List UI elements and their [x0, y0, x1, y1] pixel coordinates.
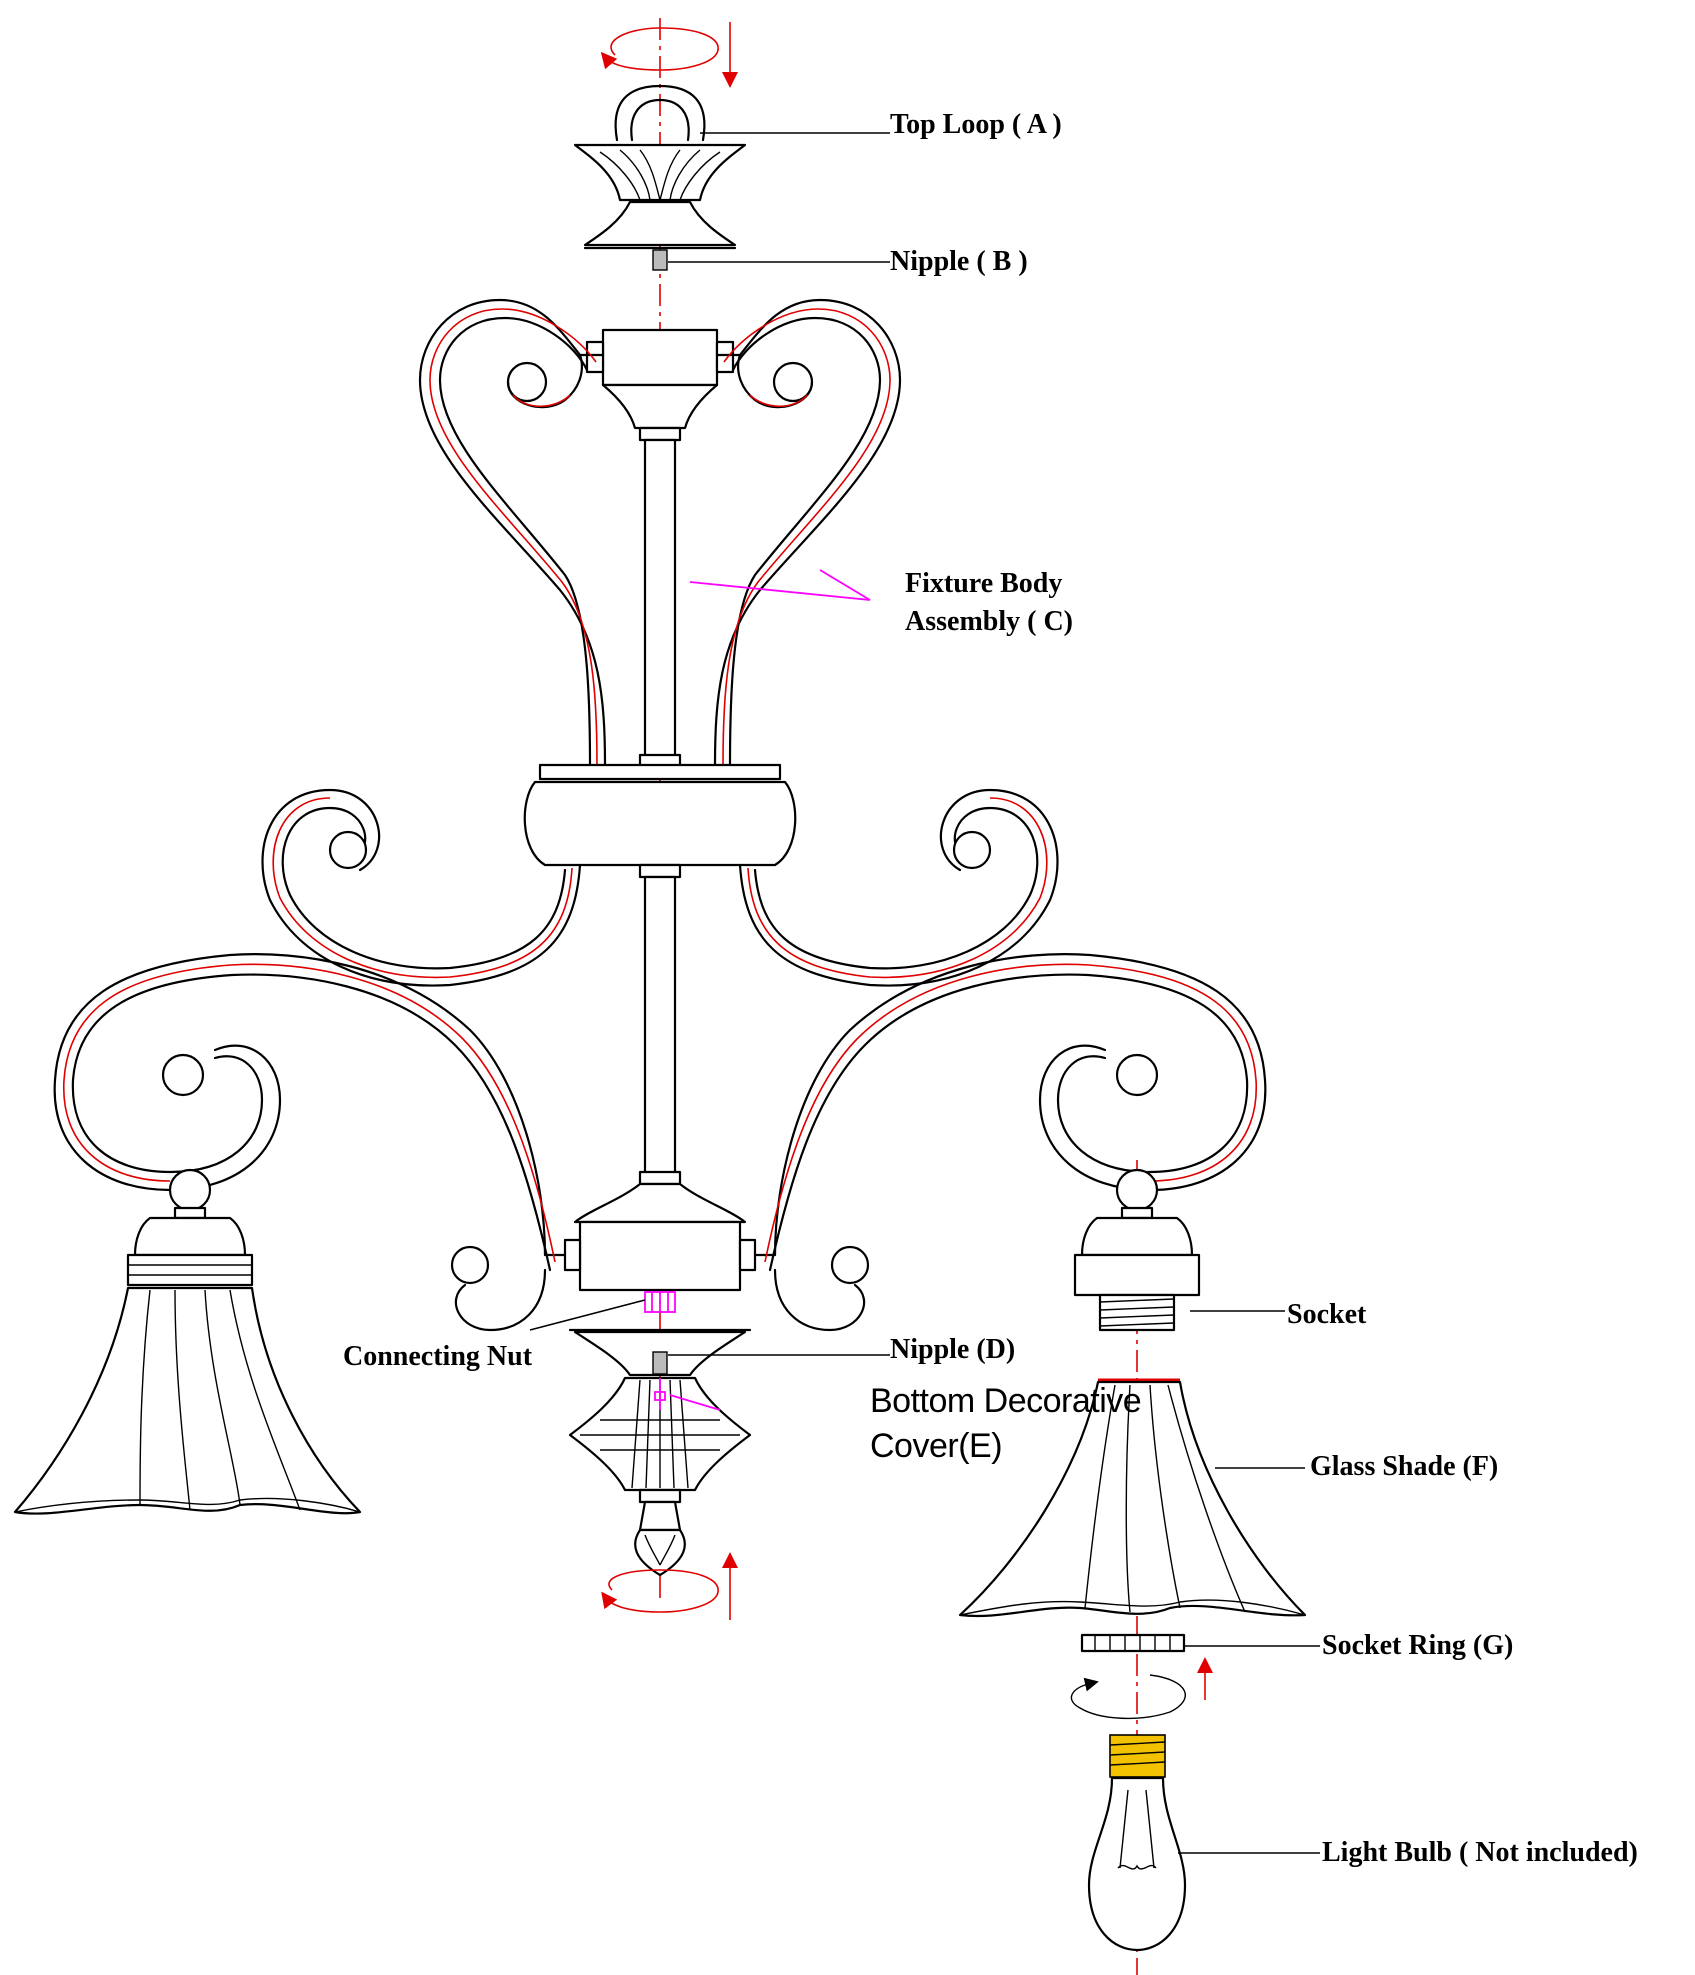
- glass-shade: [958, 1378, 1307, 1618]
- leader-bottom-cover: [669, 1394, 721, 1411]
- lower-left-arm: [53, 788, 582, 1332]
- label-light-bulb: Light Bulb ( Not included): [1322, 1837, 1638, 1868]
- lower-right-arm: [738, 788, 1267, 1332]
- light-bulb: [1087, 1734, 1187, 1952]
- leader-fixture-body-2: [819, 569, 871, 601]
- label-bottom-cover-line1: Bottom Decorative: [870, 1382, 1141, 1420]
- label-nipple-b: Nipple ( B ): [890, 246, 1028, 277]
- label-fixture-body-line1: Fixture Body: [905, 568, 1062, 599]
- nipple-b: [652, 249, 668, 271]
- right-lamp-exploded: [1073, 1168, 1201, 1332]
- label-top-loop: Top Loop ( A ): [890, 109, 1062, 140]
- top-rotation-arrow-icon: [600, 27, 719, 71]
- label-socket: Socket: [1287, 1299, 1367, 1330]
- label-nipple-d: Nipple (D): [890, 1334, 1015, 1365]
- leader-fixture-body-1: [689, 581, 871, 601]
- label-glass-shade: Glass Shade (F): [1310, 1451, 1498, 1482]
- socket-ring: [1080, 1633, 1186, 1653]
- left-lamp-assembled: [13, 1168, 362, 1515]
- socket: [1073, 1253, 1201, 1297]
- label-fixture-body-line2: Assembly ( C): [905, 606, 1073, 637]
- label-socket-ring: Socket Ring (G): [1322, 1630, 1513, 1661]
- label-bottom-cover-line2: Cover(E): [870, 1427, 1002, 1465]
- top-loop: [573, 84, 747, 250]
- label-connecting-nut: Connecting Nut: [343, 1341, 533, 1372]
- ring-rotation-arrow-icon: [1070, 1674, 1186, 1720]
- nipple-d: [652, 1351, 668, 1375]
- fixture-body-hub: [523, 763, 797, 1292]
- leader-connecting-nut: [529, 1299, 646, 1331]
- bottom-rotation-arrow-icon: [601, 1569, 719, 1613]
- bottom-decorative-cover: [568, 1328, 752, 1577]
- fixture-body-upper: [418, 298, 902, 769]
